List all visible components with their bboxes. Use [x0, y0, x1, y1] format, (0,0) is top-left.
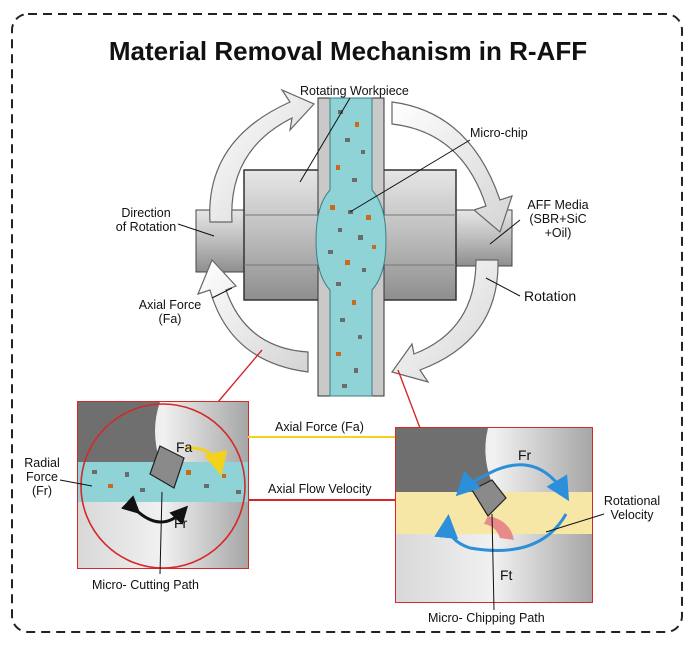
rotation-arrow-top-left: [209, 88, 316, 223]
ft-arrow: [434, 513, 568, 552]
inset-micro-chipping: [395, 427, 605, 611]
label-rotation: Rotation: [524, 288, 577, 304]
label-axial-force-line-2: (Fa): [158, 312, 182, 326]
inset-left-workpiece-rock: [78, 402, 160, 462]
connector-left: [217, 349, 263, 403]
leader-micro-cutting-path: [159, 491, 163, 575]
label-direction-line-2: of Rotation: [115, 220, 177, 234]
rotation-arrow-top-right: [391, 101, 513, 234]
leader-aff-media: [489, 219, 521, 245]
label-micro-chip: Micro-chip: [470, 126, 528, 140]
label-radial-force-line-1: Radial: [24, 456, 60, 470]
label-aff-media: AFF Media (SBR+SiC +Oil): [518, 198, 598, 240]
label-axial-flow-velocity: Axial Flow Velocity: [268, 482, 372, 496]
rotation-arrow-bottom-left: [196, 258, 309, 373]
main-assembly: [177, 88, 521, 429]
inset-micro-cutting: [59, 401, 249, 575]
label-micro-cutting-path: Micro- Cutting Path: [92, 578, 199, 592]
leader-direction-of-rotation: [177, 223, 215, 237]
label-radial-force-line-3: (Fr): [31, 484, 53, 498]
label-axial-force-fa: Axial Force (Fa): [275, 420, 364, 434]
label-aff-media-line-3: +Oil): [544, 226, 572, 240]
label-radial-force: Radial Force (Fr): [20, 456, 64, 498]
leader-axial-force: [211, 287, 233, 299]
connector-right: [397, 369, 421, 429]
leader-micro-chipping-path: [491, 513, 495, 611]
leader-rotating-workpiece: [299, 97, 351, 183]
leader-rotational-velocity: [545, 513, 605, 533]
label-rotational-velocity-line-1: Rotational: [603, 494, 661, 508]
label-inset-right-ft: Ft: [500, 567, 513, 583]
abrasive-grain-left: [149, 445, 185, 489]
label-rotating-workpiece: Rotating Workpiece: [300, 84, 409, 98]
inset-right-workpiece-rock: [396, 428, 496, 492]
label-micro-chipping-path: Micro- Chipping Path: [428, 611, 545, 625]
label-axial-force-line-1: Axial Force: [138, 298, 202, 312]
label-inset-fa: Fa: [176, 439, 193, 455]
label-direction-line-1: Direction: [121, 206, 171, 220]
leader-micro-chip: [349, 139, 471, 213]
label-inset-left-fr: Fr: [174, 515, 188, 531]
label-aff-media-line-2: (SBR+SiC: [529, 212, 587, 226]
abrasive-grains: [328, 110, 376, 388]
leader-radial-force: [59, 479, 93, 487]
workpiece-channel: [315, 97, 387, 397]
label-rotational-velocity: Rotational Velocity: [600, 494, 664, 522]
fr-arrow-right-back: [455, 468, 497, 497]
inset-left-circle: [80, 403, 246, 569]
fr-arrow-right: [495, 463, 570, 502]
label-rotational-velocity-line-2: Velocity: [610, 508, 654, 522]
dashed-frame: [11, 13, 683, 633]
rotation-arrow-bottom-right: [391, 259, 499, 384]
leader-rotation: [485, 277, 521, 297]
fa-arrow: [185, 446, 228, 476]
label-inset-right-fr: Fr: [518, 447, 532, 463]
label-direction-of-rotation: Direction of Rotation: [106, 206, 186, 234]
diagram-title: Material Removal Mechanism in R-AFF: [108, 36, 588, 66]
chipping-path-mark: [484, 516, 514, 540]
label-radial-force-line-2: Force: [26, 470, 58, 484]
label-axial-force: Axial Force (Fa): [128, 298, 212, 326]
label-aff-media-line-1: AFF Media: [527, 198, 589, 212]
